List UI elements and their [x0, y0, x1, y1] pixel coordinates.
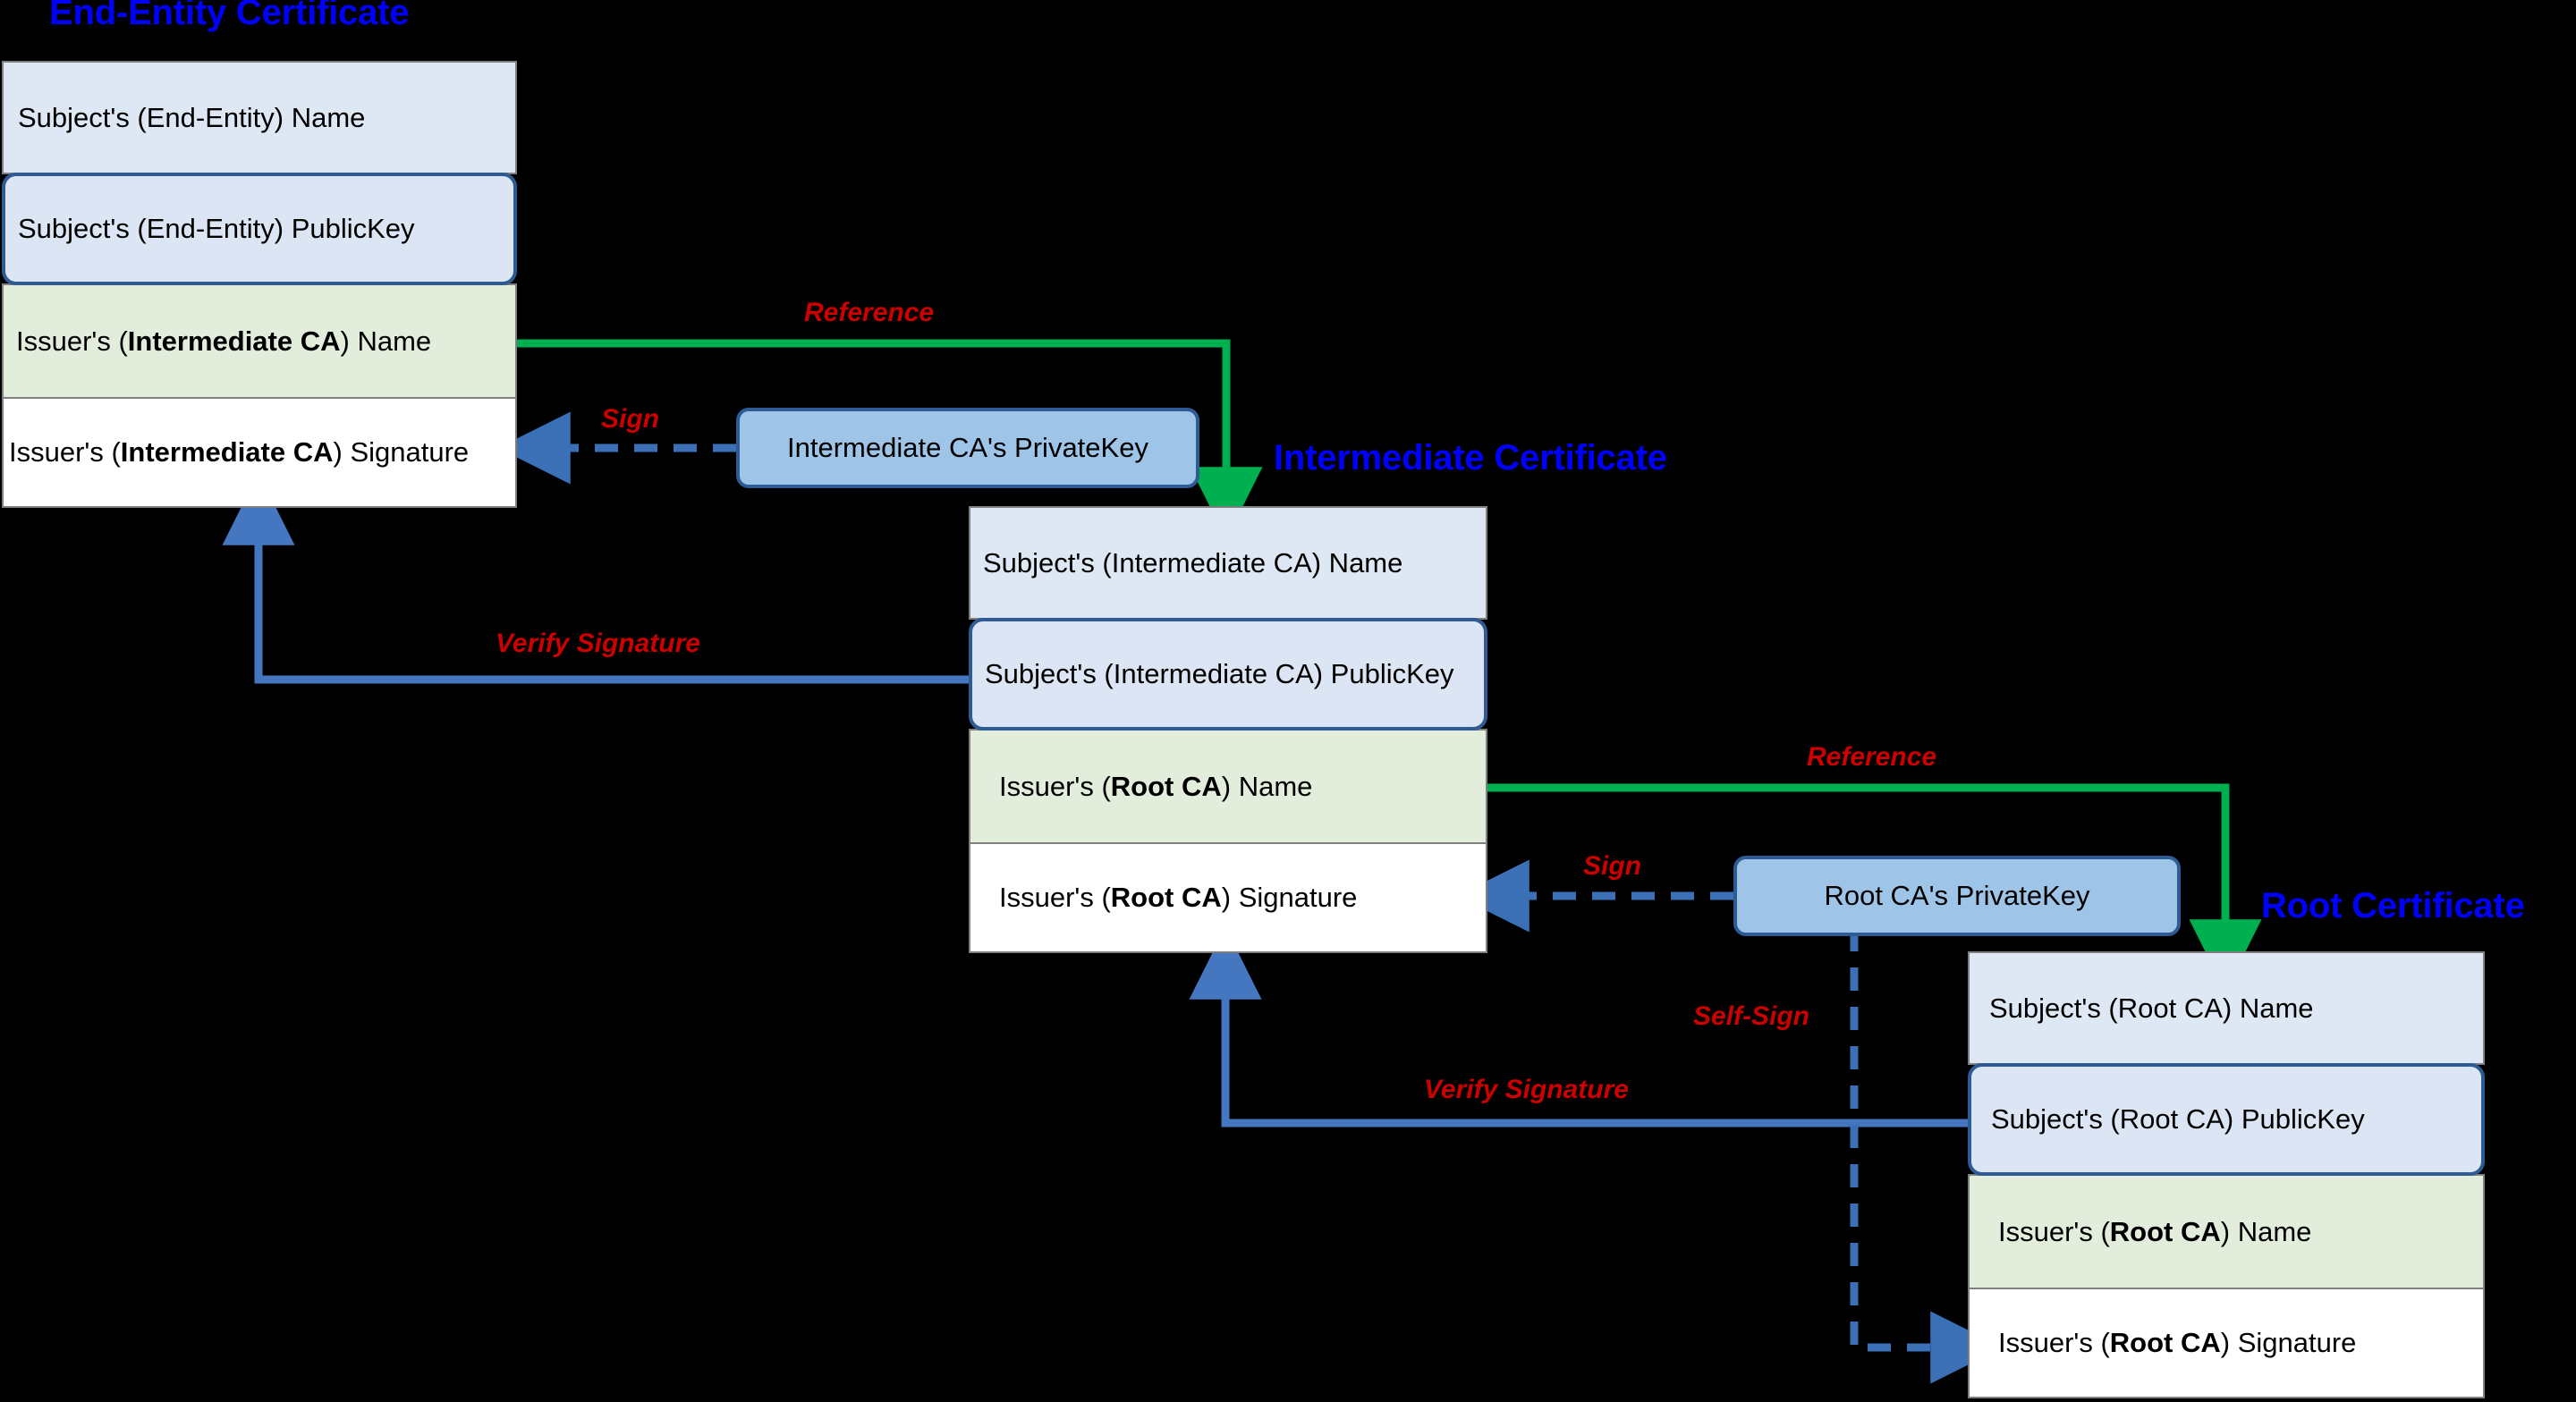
root-subject-name-text: Subject's (Root CA) Name: [1989, 992, 2314, 1024]
edge-label-reference-end-entity: Reference: [804, 298, 935, 327]
edge-label-sign-end-entity: Sign: [601, 404, 659, 434]
end-entity-subject-name-text: Subject's (End-Entity) Name: [18, 101, 366, 133]
root-certificate-card: Subject's (Root CA) Name Subject's (Root…: [1968, 951, 2485, 1398]
edge-label-verify-end-entity: Verify Signature: [496, 629, 700, 658]
intermediate-certificate-card: Subject's (Intermediate CA) Name Subject…: [969, 506, 1487, 953]
intermediate-issuer-signature-text: Issuer's (Root CA) Signature: [999, 882, 1358, 913]
intermediate-subject-publickey-row[interactable]: Subject's (Intermediate CA) PublicKey: [969, 618, 1487, 731]
root-subject-publickey-text: Subject's (Root CA) PublicKey: [1991, 1103, 2365, 1135]
end-entity-issuer-signature-text: Issuer's (Intermediate CA) Signature: [9, 436, 470, 468]
root-subject-name-row[interactable]: Subject's (Root CA) Name: [1968, 951, 2485, 1065]
intermediate-issuer-signature-row[interactable]: Issuer's (Root CA) Signature: [969, 842, 1487, 953]
root-issuer-signature-row[interactable]: Issuer's (Root CA) Signature: [1968, 1288, 2485, 1398]
root-subject-publickey-row[interactable]: Subject's (Root CA) PublicKey: [1968, 1063, 2485, 1176]
end-entity-certificate-card: Subject's (End-Entity) Name Subject's (E…: [2, 61, 517, 508]
intermediate-subject-publickey-text: Subject's (Intermediate CA) PublicKey: [985, 658, 1454, 689]
end-entity-issuer-name-row[interactable]: Issuer's (Intermediate CA) Name: [2, 283, 517, 399]
intermediate-subject-name-text: Subject's (Intermediate CA) Name: [983, 546, 1403, 579]
edge-label-verify-intermediate: Verify Signature: [1424, 1075, 1629, 1104]
root-issuer-signature-text: Issuer's (Root CA) Signature: [1998, 1327, 2357, 1358]
end-entity-issuer-name-text: Issuer's (Intermediate CA) Name: [16, 325, 432, 357]
end-entity-subject-name-row[interactable]: Subject's (End-Entity) Name: [2, 61, 517, 174]
root-issuer-name-text: Issuer's (Root CA) Name: [1998, 1215, 2312, 1247]
intermediate-issuer-name-text: Issuer's (Root CA) Name: [999, 770, 1313, 802]
intermediate-ca-privatekey-label: Intermediate CA's PrivateKey: [787, 432, 1148, 463]
end-entity-subject-publickey-row[interactable]: Subject's (End-Entity) PublicKey: [2, 173, 517, 285]
edge-label-self-sign-root: Self-Sign: [1693, 1001, 1810, 1031]
intermediate-subject-name-row[interactable]: Subject's (Intermediate CA) Name: [969, 506, 1487, 620]
root-ca-privatekey-box[interactable]: Root CA's PrivateKey: [1733, 856, 2181, 936]
end-entity-certificate-title: End-Entity Certificate: [49, 0, 410, 32]
intermediate-ca-privatekey-box[interactable]: Intermediate CA's PrivateKey: [736, 408, 1199, 488]
edge-label-sign-intermediate: Sign: [1583, 851, 1641, 881]
intermediate-issuer-name-row[interactable]: Issuer's (Root CA) Name: [969, 729, 1487, 844]
edge-label-reference-intermediate: Reference: [1807, 742, 1937, 772]
intermediate-certificate-title: Intermediate Certificate: [1274, 438, 1667, 477]
root-issuer-name-row[interactable]: Issuer's (Root CA) Name: [1968, 1174, 2485, 1289]
end-entity-issuer-signature-row[interactable]: Issuer's (Intermediate CA) Signature: [2, 397, 517, 508]
end-entity-subject-publickey-text: Subject's (End-Entity) PublicKey: [18, 213, 415, 244]
root-ca-privatekey-label: Root CA's PrivateKey: [1824, 880, 2090, 911]
root-certificate-title: Root Certificate: [2261, 886, 2525, 925]
edge-self-sign-root: [1850, 928, 2004, 1384]
